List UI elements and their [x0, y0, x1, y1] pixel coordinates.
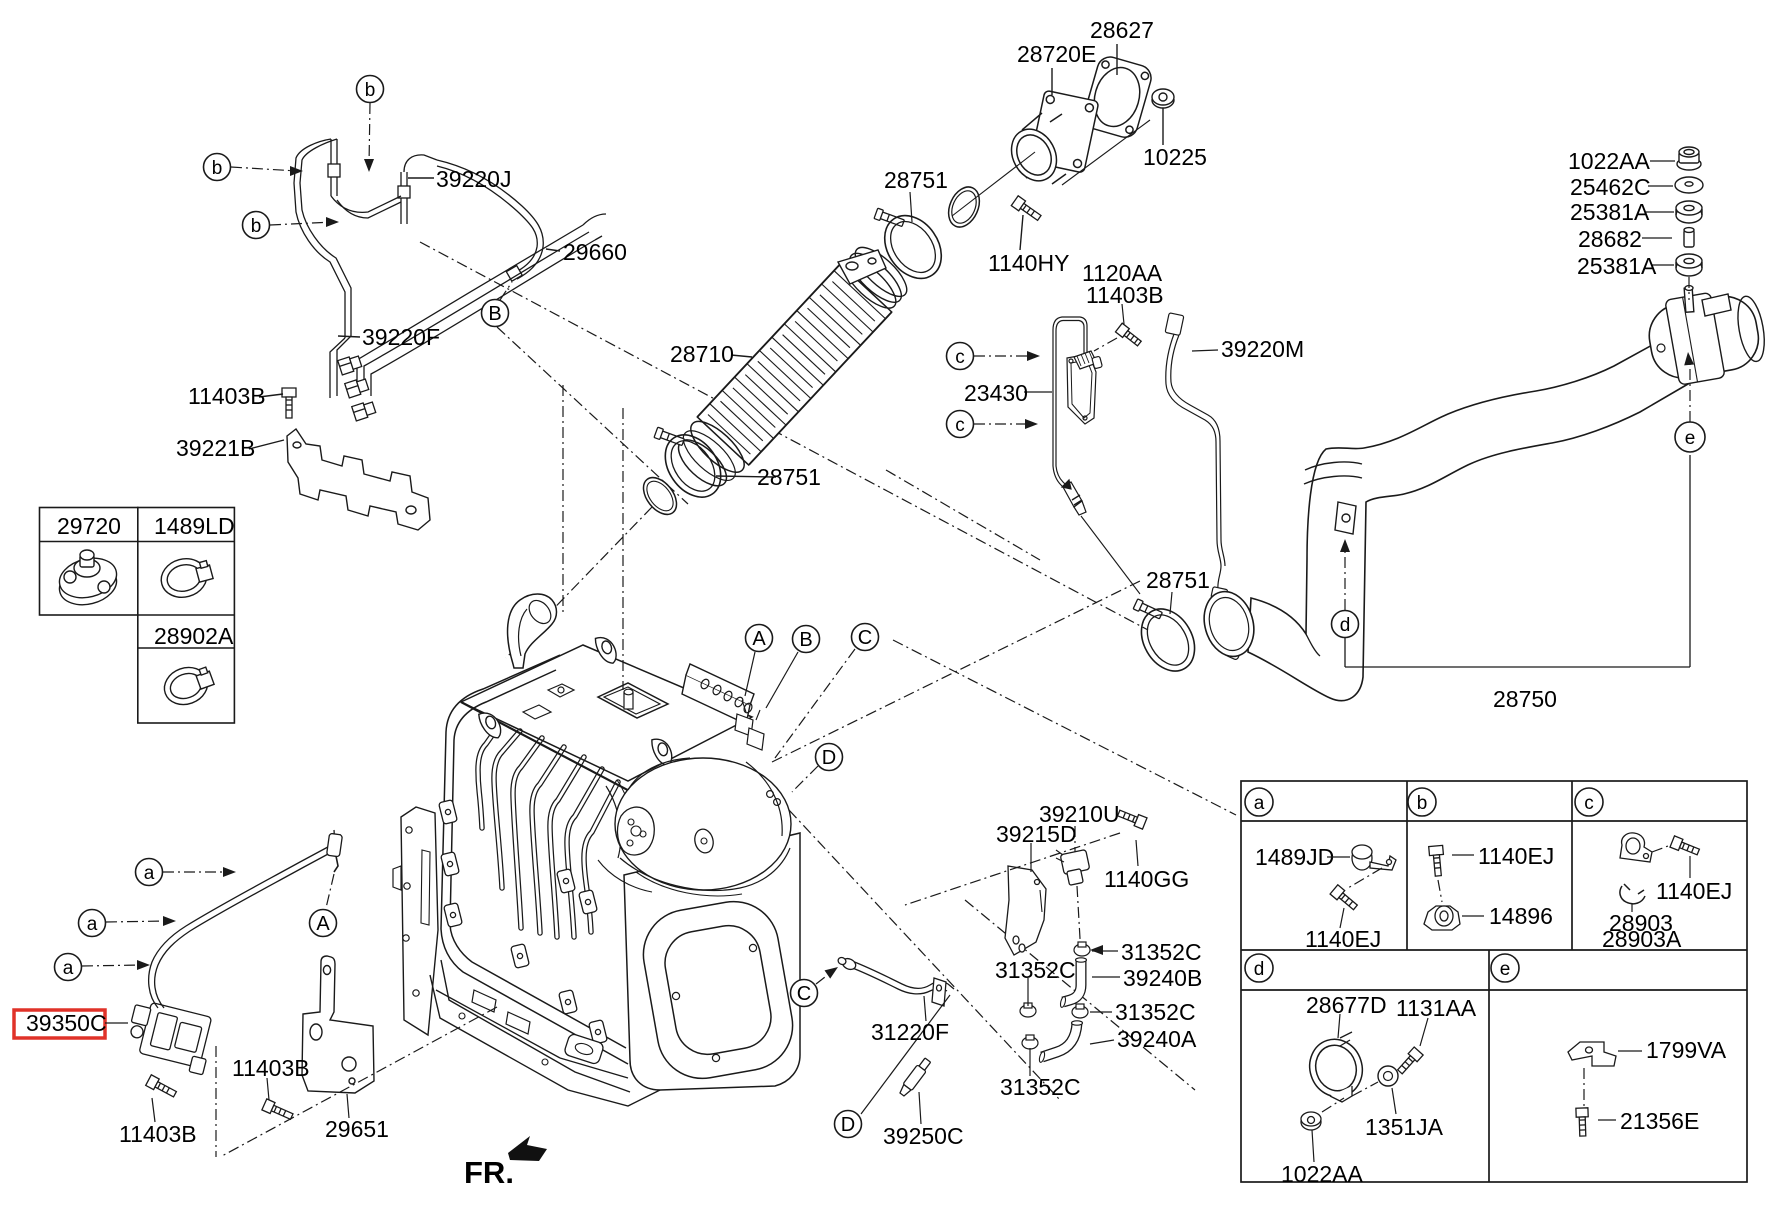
svg-text:c: c [955, 347, 965, 368]
svg-text:31352C: 31352C [1121, 939, 1202, 965]
svg-text:28720E: 28720E [1017, 41, 1096, 67]
svg-text:a: a [87, 914, 98, 935]
svg-text:14896: 14896 [1489, 903, 1553, 929]
svg-text:d: d [1340, 615, 1351, 636]
svg-text:e: e [1685, 428, 1696, 449]
svg-text:25381A: 25381A [1570, 199, 1650, 225]
svg-text:A: A [316, 913, 330, 935]
svg-text:1120AA: 1120AA [1082, 260, 1163, 286]
svg-text:1140GG: 1140GG [1104, 866, 1189, 892]
svg-text:1489LD: 1489LD [154, 513, 235, 539]
svg-text:31352C: 31352C [1115, 999, 1196, 1025]
svg-text:39240B: 39240B [1123, 965, 1202, 991]
svg-text:21356E: 21356E [1620, 1108, 1699, 1134]
svg-text:31352C: 31352C [1000, 1074, 1081, 1100]
svg-text:28902A: 28902A [154, 623, 234, 649]
svg-text:39215D: 39215D [996, 821, 1077, 847]
svg-text:28903: 28903 [1609, 910, 1673, 936]
svg-text:11403B: 11403B [188, 383, 266, 409]
svg-text:c: c [955, 415, 965, 436]
svg-text:39220F: 39220F [362, 324, 440, 350]
svg-text:1140HY: 1140HY [988, 250, 1069, 276]
svg-text:39220J: 39220J [436, 166, 511, 192]
svg-text:39250C: 39250C [883, 1123, 964, 1149]
svg-text:25462C: 25462C [1570, 174, 1651, 200]
svg-text:a: a [144, 863, 155, 884]
svg-text:a: a [63, 958, 74, 979]
svg-text:28750: 28750 [1493, 686, 1557, 712]
svg-text:D: D [822, 747, 836, 769]
svg-text:28682: 28682 [1578, 226, 1642, 252]
svg-text:28751: 28751 [757, 464, 821, 490]
svg-text:39350C: 39350C [26, 1010, 107, 1036]
svg-text:b: b [251, 216, 262, 237]
svg-text:23430: 23430 [964, 380, 1028, 406]
svg-text:FR.: FR. [464, 1155, 514, 1190]
svg-text:31220F: 31220F [871, 1019, 949, 1045]
svg-text:d: d [1254, 959, 1265, 980]
svg-text:11403B: 11403B [232, 1055, 310, 1081]
svg-text:28903A: 28903A [1602, 926, 1682, 952]
svg-text:39240A: 39240A [1117, 1026, 1197, 1052]
svg-text:e: e [1500, 959, 1511, 980]
svg-text:1022AA: 1022AA [1568, 148, 1651, 174]
svg-text:b: b [365, 80, 376, 101]
svg-text:28751: 28751 [1146, 567, 1210, 593]
svg-text:1022AA: 1022AA [1281, 1161, 1364, 1187]
svg-text:1799VA: 1799VA [1646, 1037, 1727, 1063]
svg-text:1140EJ: 1140EJ [1478, 843, 1554, 869]
svg-text:a: a [1254, 793, 1265, 814]
svg-text:29660: 29660 [563, 239, 627, 265]
svg-text:A: A [752, 628, 766, 650]
svg-text:28751: 28751 [884, 167, 948, 193]
svg-text:25381A: 25381A [1577, 253, 1657, 279]
svg-text:b: b [212, 158, 223, 179]
svg-text:28627: 28627 [1090, 17, 1154, 43]
svg-text:B: B [488, 303, 501, 325]
svg-text:C: C [858, 627, 872, 649]
svg-text:28677D: 28677D [1306, 992, 1387, 1018]
svg-text:39210U: 39210U [1039, 801, 1120, 827]
svg-text:1131AA: 1131AA [1396, 995, 1477, 1021]
svg-text:D: D [841, 1114, 855, 1136]
svg-text:11403B: 11403B [119, 1121, 197, 1147]
svg-text:1351JA: 1351JA [1365, 1114, 1444, 1140]
svg-text:B: B [799, 629, 812, 651]
svg-text:10225: 10225 [1143, 144, 1207, 170]
svg-text:1489JD: 1489JD [1255, 844, 1334, 870]
svg-text:39221B: 39221B [176, 435, 255, 461]
svg-text:28710: 28710 [670, 341, 734, 367]
svg-text:29651: 29651 [325, 1116, 389, 1142]
svg-text:C: C [797, 983, 811, 1005]
svg-text:31352C: 31352C [995, 957, 1076, 983]
svg-text:b: b [1417, 793, 1428, 814]
svg-text:1140EJ: 1140EJ [1305, 926, 1381, 952]
svg-text:39220M: 39220M [1221, 336, 1304, 362]
svg-text:c: c [1584, 793, 1594, 814]
svg-text:11403B: 11403B [1086, 282, 1164, 308]
svg-text:1140EJ: 1140EJ [1656, 878, 1732, 904]
svg-text:29720: 29720 [57, 513, 121, 539]
